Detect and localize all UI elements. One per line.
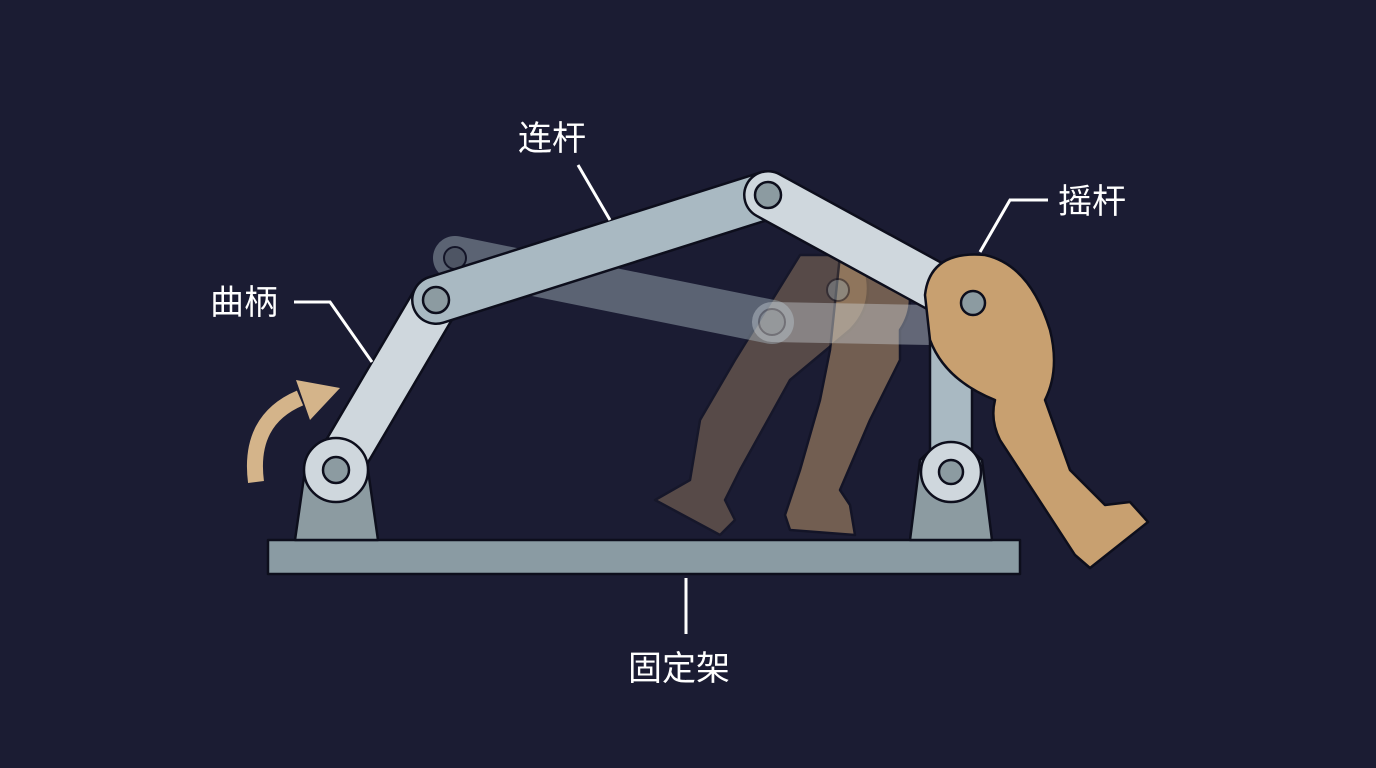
crank-leader-line	[294, 300, 374, 363]
crank-coupler-joint	[421, 285, 451, 315]
rocker-label: 摇杆	[1058, 182, 1126, 222]
rotation-arrow-icon	[247, 380, 340, 484]
fixed-frame	[266, 538, 1022, 576]
rocker-ground-pivot	[919, 440, 983, 504]
frame-label: 固定架	[628, 649, 730, 689]
crank-ground-pivot	[302, 436, 370, 504]
crank-label: 曲柄	[210, 283, 278, 323]
coupler-label: 连杆	[518, 119, 586, 159]
coupler	[411, 170, 793, 325]
coupler-rocker-joint	[753, 180, 783, 210]
rocker-leg-joint	[959, 289, 987, 317]
rocker-leader-line	[978, 198, 1048, 253]
coupler-leader-line	[576, 164, 612, 221]
rocker-leg	[923, 253, 1150, 570]
ghost-rocker-arm	[752, 302, 950, 345]
